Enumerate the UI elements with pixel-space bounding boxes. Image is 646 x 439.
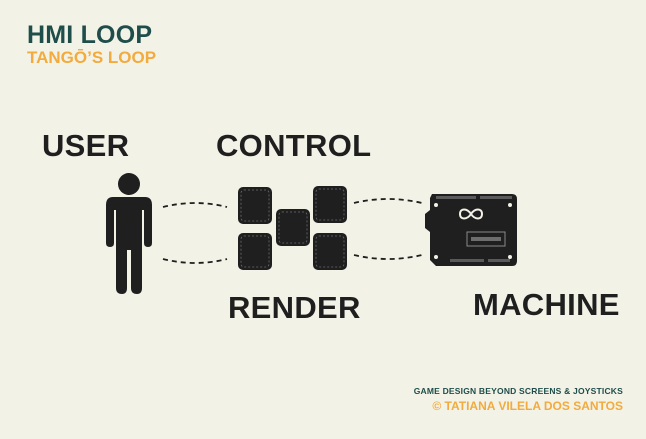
label-control: CONTROL	[216, 128, 372, 163]
infinity-logo-icon	[458, 208, 484, 220]
credit-book-title: GAME DESIGN BEYOND SCREENS & JOYSTICKS	[413, 386, 623, 396]
person-icon	[106, 173, 152, 294]
block-top-right	[313, 186, 347, 223]
arduino-board-icon	[425, 194, 517, 266]
label-user: USER	[42, 128, 130, 163]
tangible-blocks-icon	[238, 186, 347, 270]
block-center	[276, 209, 310, 246]
connector-control-machine-bottom	[353, 254, 423, 260]
connector-control-machine-top	[353, 198, 423, 204]
credit-author: © TATIANA VILELA DOS SANTOS	[432, 399, 623, 413]
title-block: HMI LOOP TANGŌ’S LOOP	[27, 22, 156, 68]
credits: GAME DESIGN BEYOND SCREENS & JOYSTICKS ©…	[414, 386, 623, 413]
block-bottom-left	[238, 233, 272, 270]
diagram-subtitle: TANGŌ’S LOOP	[27, 48, 157, 67]
block-top-left	[238, 187, 272, 224]
block-bottom-right	[313, 233, 347, 270]
diagram-title: HMI LOOP	[27, 21, 153, 49]
label-machine: MACHINE	[473, 287, 620, 322]
connector-user-control-top	[162, 202, 228, 208]
label-render: RENDER	[228, 290, 361, 325]
connector-user-control-bottom	[162, 258, 228, 264]
